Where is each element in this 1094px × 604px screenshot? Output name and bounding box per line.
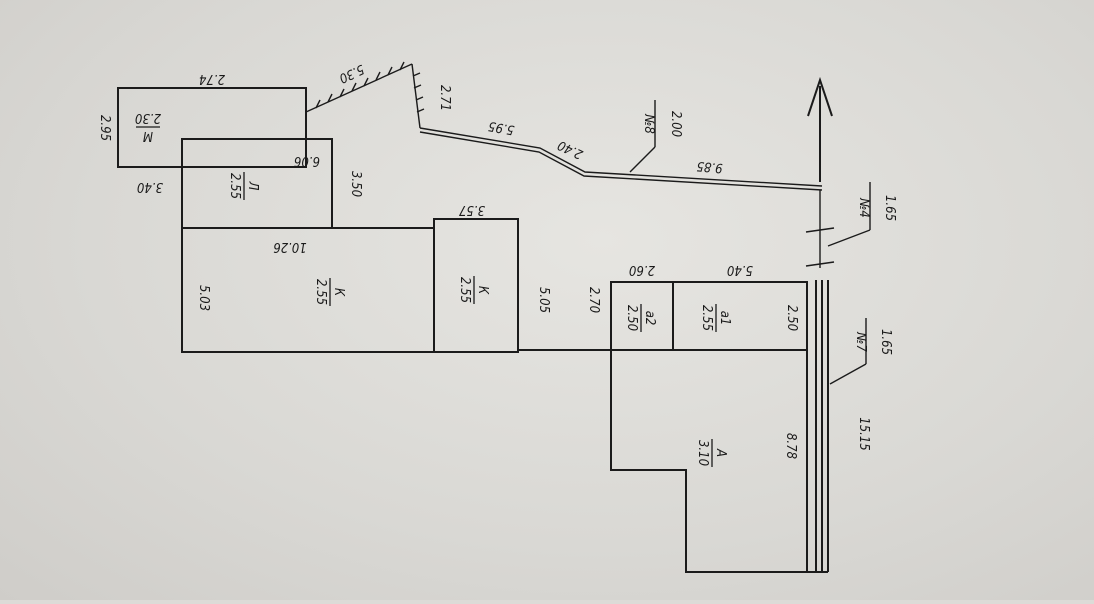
room-a2-width-dim: 2.60 [629,262,655,277]
room-l-value: 2.55 [227,173,242,199]
room-a-height-dim: 8.78 [783,433,798,459]
room-k1-letter: К [331,288,346,297]
room-m-value: 2.30 [135,110,161,125]
room-k2-label: К 2.55 [457,276,490,304]
room-k2-outline [433,218,519,353]
room-a-value: 3.10 [695,440,710,466]
fence-n7-leader [829,363,867,385]
room-l-letter: Л [245,181,260,191]
fence-double-line-a [419,127,823,187]
fence-n4-value: 1.65 [882,195,897,221]
fence-short-hatch [412,72,425,113]
room-a2-outline [610,281,674,351]
fence-double-line-b [419,131,823,191]
room-a1-label: а1 2.55 [699,304,732,332]
north-arrow-icon [807,76,833,117]
fence-long-dim: 15.15 [856,417,871,450]
room-k1-label: К 2.55 [313,278,346,306]
room-a1-value: 2.55 [699,305,714,331]
room-a1-letter: а1 [717,311,732,326]
room-k1-height-dim: 5.03 [196,285,211,311]
room-a-letter: А [713,448,728,457]
fence-short-dim: 2.71 [437,85,452,111]
fence-c-dim: 9.85 [696,158,723,175]
fence-n4-number: №4 [856,197,871,218]
room-a2-height-dim: 2.70 [586,287,601,313]
room-m-outline [117,87,307,168]
fence-a-dim: 5.95 [487,118,515,137]
room-m-width-dim: 2.74 [199,71,225,86]
room-k2-height-dim: 5.05 [536,287,551,313]
room-a1-height-dim: 2.50 [784,305,799,331]
fence-short-line [411,63,421,129]
room-m-label: М 2.30 [135,110,161,143]
fence-n8-value: 2.00 [668,111,683,137]
room-l-height-dim: 3.50 [348,171,363,197]
room-k1-value: 2.55 [313,279,328,305]
fence-tick-2 [805,261,835,267]
fence-n8-leader [629,146,656,173]
fence-n7-number: №7 [853,331,868,352]
fence-hatch-marks [315,61,405,109]
room-k2-letter: К [475,286,490,295]
fence-n7-value: 1.65 [878,329,893,355]
room-k1-outline [181,227,435,353]
room-m-height-dim: 2.95 [97,115,112,141]
room-a2-letter: а2 [642,311,657,326]
room-a-label: А 3.10 [695,439,728,467]
fence-n4-leader [827,229,871,247]
room-l-label: Л 2.55 [227,172,260,200]
room-a2-label: а2 2.50 [624,304,657,332]
room-l-width-dim: 6.06 [294,153,320,168]
fence-b-dim: 2.40 [556,137,586,162]
room-k2-value: 2.55 [457,277,472,303]
room-k1-width-dim: 10.26 [273,239,306,254]
fence-n8-number: №8 [641,113,656,134]
room-a1-width-dim: 5.40 [727,262,753,277]
room-m-right-dim: 3.40 [137,179,163,194]
fence-diag-dim: 5.30 [337,61,367,86]
fence-tick-1 [805,227,835,233]
room-k2-width-dim: 3.57 [458,202,485,217]
room-a-outline [610,349,808,573]
room-a2-value: 2.50 [624,305,639,331]
room-m-letter: М [143,128,153,143]
fence-hatched-line [305,63,413,113]
